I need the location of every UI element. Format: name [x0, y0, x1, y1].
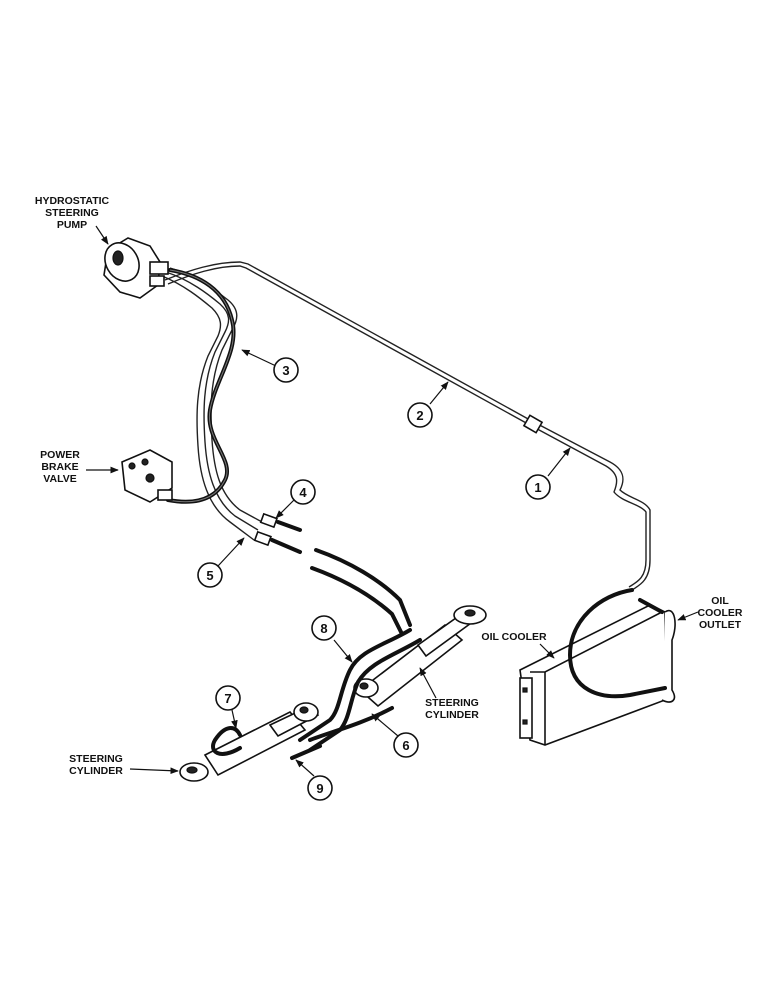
label-left-cyl-line1: STEERING [69, 753, 123, 765]
oil-cooler [519, 604, 676, 746]
hoses-4-5 [270, 520, 412, 636]
left-steering-cylinder [179, 702, 320, 782]
callout-9: 9 [295, 759, 333, 801]
label-left-cyl-line2: CYLINDER [69, 765, 123, 777]
label-outlet-line2: COOLER [698, 607, 743, 619]
hose-oil-cooler [567, 588, 667, 699]
callout-7-text: 7 [224, 691, 231, 706]
right-steering-cylinder [353, 605, 487, 708]
callout-4-text: 4 [299, 485, 307, 500]
label-right-cyl-line1: STEERING [425, 697, 479, 709]
callout-6: 6 [371, 713, 419, 758]
tube-union-fitting [522, 414, 544, 434]
hose-3 [166, 268, 236, 504]
label-left-cylinder: STEERING CYLINDER [69, 753, 179, 777]
label-pump-line1: HYDROSTATIC [35, 195, 110, 207]
callout-5: 5 [197, 537, 245, 588]
label-oil-cooler: OIL COOLER [481, 631, 555, 659]
callout-6-text: 6 [402, 738, 409, 753]
label-pump-line2: STEERING [45, 207, 99, 219]
callout-2: 2 [407, 381, 449, 428]
power-brake-valve [121, 449, 173, 503]
label-brake-valve: POWER BRAKE VALVE [40, 449, 119, 485]
label-pump-line3: PUMP [57, 219, 87, 231]
callout-5-text: 5 [206, 568, 213, 583]
hydrostatic-steering-pump [103, 237, 169, 299]
label-brake-line1: POWER [40, 449, 80, 461]
label-cooler-outlet: OIL COOLER OUTLET [677, 595, 743, 631]
callout-9-text: 9 [316, 781, 323, 796]
callout-8: 8 [311, 615, 353, 663]
label-brake-line3: VALVE [43, 473, 76, 485]
callout-2-text: 2 [416, 408, 423, 423]
callout-3-text: 3 [282, 363, 289, 378]
callout-4: 4 [275, 479, 316, 519]
label-outlet-line3: OUTLET [699, 619, 742, 631]
callout-1-text: 1 [534, 480, 541, 495]
label-brake-line2: BRAKE [41, 461, 78, 473]
label-right-cyl-line2: CYLINDER [425, 709, 479, 721]
steel-tubes-4-5 [161, 267, 278, 547]
label-outlet-line1: OIL [711, 595, 729, 607]
callout-8-text: 8 [320, 621, 327, 636]
label-oil-cooler-text: OIL COOLER [481, 631, 547, 643]
label-right-cylinder: STEERING CYLINDER [419, 667, 479, 721]
callout-1: 1 [525, 447, 571, 500]
callout-7: 7 [215, 685, 241, 729]
callout-3: 3 [241, 349, 299, 383]
tube-2-and-1 [164, 261, 651, 591]
label-pump: HYDROSTATIC STEERING PUMP [35, 195, 110, 245]
hoses-6-7-8-9 [211, 628, 422, 760]
